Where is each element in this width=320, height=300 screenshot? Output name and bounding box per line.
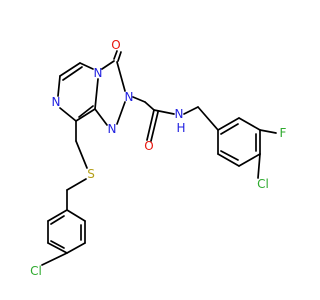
bond-nbridge-c3 bbox=[101, 60, 115, 70]
bond-cb-cl bbox=[41, 252, 68, 266]
atom-n-triazole-1: N bbox=[108, 122, 117, 136]
bond-c3-n2 bbox=[116, 61, 126, 92]
bond-c8-c8a-inner bbox=[78, 105, 94, 118]
atom-amide-h: H bbox=[176, 121, 185, 135]
bond-n1-c8a bbox=[94, 108, 108, 126]
bond-c5-c6 bbox=[59, 62, 81, 77]
bond-c5-c6-inner bbox=[62, 66, 83, 81]
bond-co-n bbox=[153, 109, 175, 115]
bond-cb-6 bbox=[47, 209, 68, 222]
bond-ar-1 bbox=[217, 117, 240, 131]
bond-s-ch2 bbox=[66, 178, 87, 191]
atom-cl-top: Cl bbox=[257, 177, 269, 191]
bond-cb-1 bbox=[66, 209, 86, 222]
bond-ch2-ar bbox=[197, 106, 219, 131]
bond-c3-o-b bbox=[117, 51, 122, 62]
bond-layer bbox=[41, 50, 277, 266]
atom-oxo-o: O bbox=[111, 38, 120, 52]
bond-ar-2 bbox=[238, 117, 261, 131]
molecule-structure-diagram: O O N N N N N H S Cl Cl F bbox=[30, 38, 286, 278]
bond-ar-1-inner bbox=[220, 123, 239, 135]
atom-f: F bbox=[280, 126, 287, 140]
atom-n-triazole-2: N bbox=[125, 90, 134, 104]
atom-cl-bottom: Cl bbox=[30, 264, 42, 278]
bond-nbridge-c5 bbox=[79, 62, 94, 70]
bond-link-s bbox=[75, 140, 88, 169]
bond-c3-o-a bbox=[113, 50, 118, 60]
bond-ar-4 bbox=[238, 153, 261, 167]
bond-n2-ch2 bbox=[132, 96, 146, 103]
bond-co-o-b bbox=[150, 111, 159, 142]
atom-thioether-s: S bbox=[87, 167, 95, 181]
bond-ar-5-inner bbox=[220, 150, 239, 161]
bond-c8-c8a bbox=[75, 108, 96, 122]
bond-c8a-nbridge bbox=[94, 78, 99, 110]
atom-label-layer: O O N N N N N H S Cl Cl F bbox=[30, 38, 286, 278]
bond-cb-4-inner bbox=[50, 240, 65, 249]
bond-ar-cl bbox=[257, 153, 261, 179]
bond-ar-f bbox=[259, 129, 277, 134]
bond-c6-npyr bbox=[57, 75, 61, 97]
bond-n-ch2 bbox=[183, 106, 199, 115]
bond-cb-4 bbox=[47, 242, 68, 254]
atom-amide-o: O bbox=[144, 139, 153, 153]
atom-n-pyrazine: N bbox=[52, 95, 61, 109]
bond-co-o-a bbox=[146, 109, 155, 141]
bond-cb-3 bbox=[66, 242, 86, 254]
bond-ch2-co bbox=[144, 101, 155, 111]
atom-amide-n: N bbox=[175, 107, 184, 121]
bond-cb-6-inner bbox=[50, 215, 65, 225]
bond-npyr-c8 bbox=[59, 107, 77, 122]
bond-ar-5 bbox=[217, 153, 240, 167]
atom-n-bridge: N bbox=[94, 66, 103, 80]
bond-n2-n1 bbox=[116, 101, 126, 125]
